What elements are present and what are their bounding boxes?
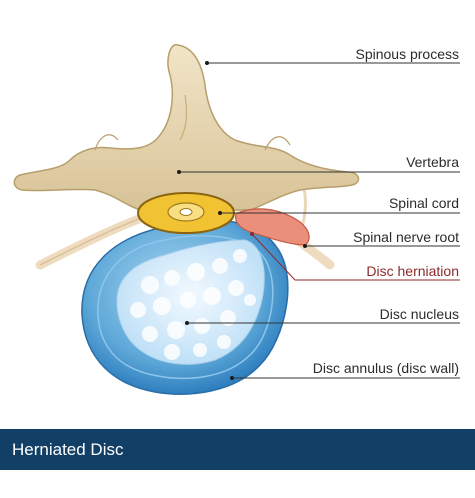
label-disc-annulus: Disc annulus (disc wall) [312, 360, 459, 376]
disc-nucleus [116, 239, 265, 365]
label-vertebra: Vertebra [406, 154, 459, 170]
spinal-cord [137, 192, 235, 234]
title-banner: Herniated Disc [0, 429, 475, 470]
label-spinous-process: Spinous process [355, 46, 459, 62]
diagram-title: Herniated Disc [12, 440, 124, 459]
label-disc-herniation: Disc herniation [366, 263, 459, 279]
label-disc-nucleus: Disc nucleus [379, 306, 459, 322]
label-spinal-cord: Spinal cord [388, 195, 459, 211]
leader-lines [179, 62, 460, 379]
label-spinal-nerve-root: Spinal nerve root [353, 229, 459, 245]
leader-dots [177, 61, 307, 380]
vertebra [13, 44, 360, 211]
